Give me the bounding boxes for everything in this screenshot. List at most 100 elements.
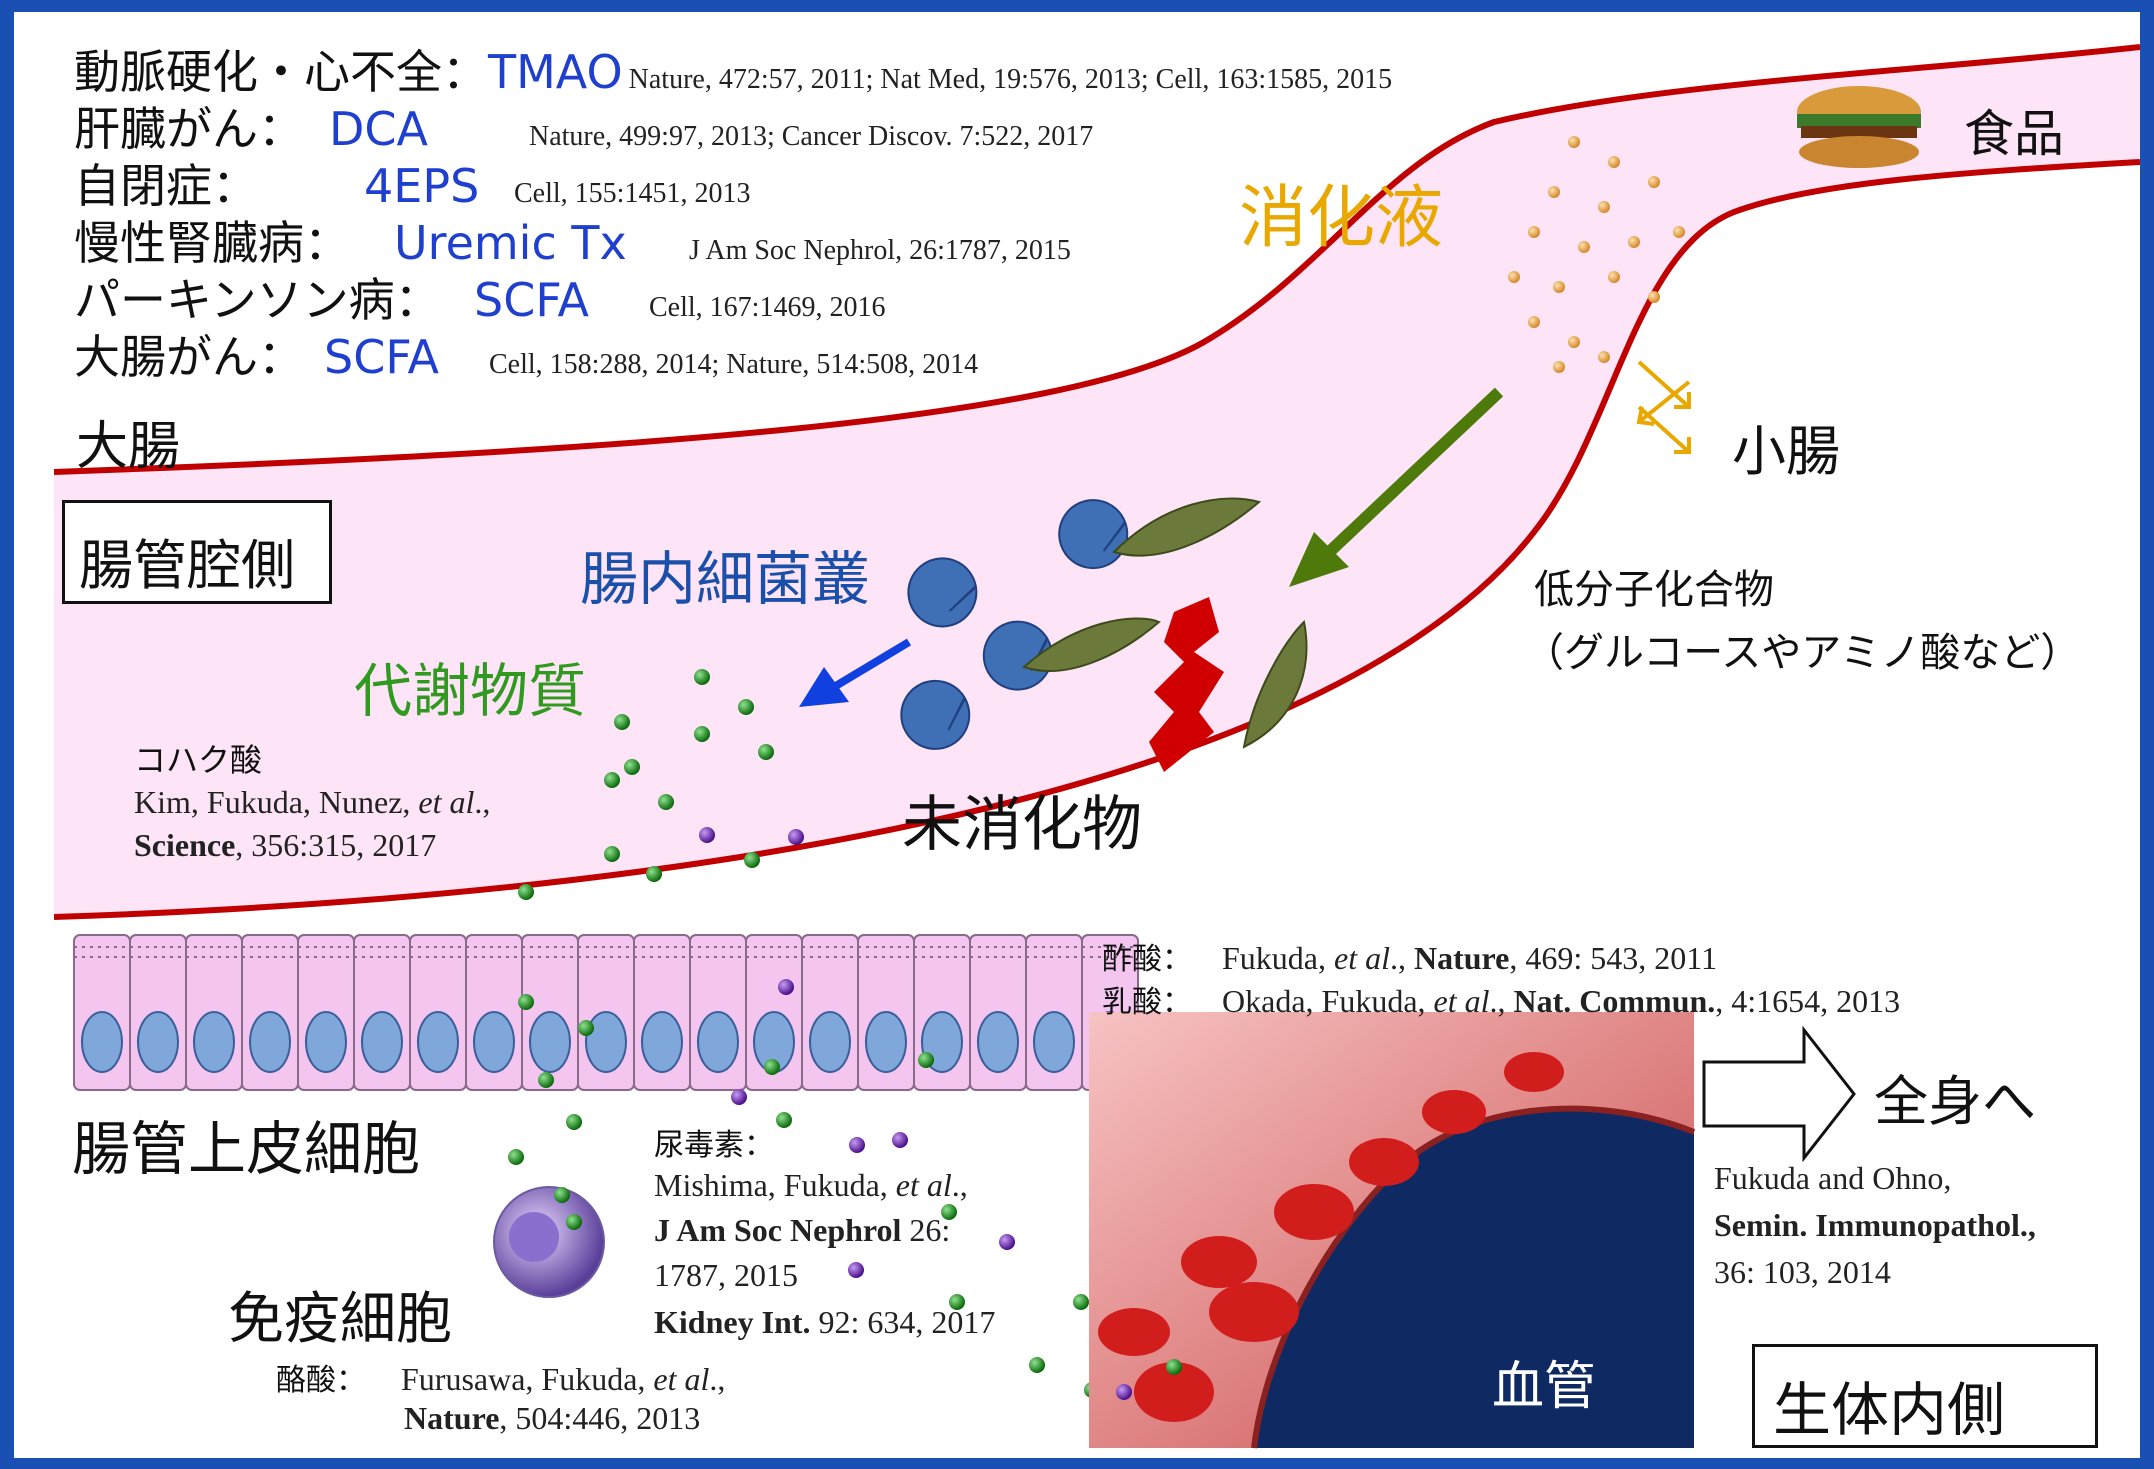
absorption-arrows [1636, 360, 1691, 454]
butyrate-ref-line1: 酪酸： Furusawa, Fukuda, et al., [276, 1355, 725, 1399]
blood-vessel-image [1089, 1012, 1696, 1449]
disease-refs: Nature, 499:97, 2013; Cancer Discov. 7:5… [529, 121, 1094, 152]
lactate-authors: Okada, Fukuda, [1222, 983, 1434, 1019]
lumen-side-box: 腸管腔側 [62, 500, 332, 604]
undigested-red [1149, 597, 1224, 772]
disease-name: パーキンソン病： [74, 273, 441, 327]
succinate-authors: Kim, Fukuda, Nunez, [134, 784, 419, 820]
disease-row: 慢性腎臓病： Uremic Tx J Am Soc Nephrol, 26:1787… [74, 207, 1392, 270]
transit-dots [508, 979, 1100, 1398]
uremic-line4: Kidney Int. 92: 634, 2017 [654, 1304, 995, 1341]
uremic-vol-2: 92: 634, 2017 [810, 1304, 996, 1340]
gut-diagram [53, 44, 2140, 1449]
disease-name: 動脈硬化・心不全： [74, 45, 488, 99]
immune-cell [484, 1174, 605, 1324]
lactate-etal: et al [1433, 983, 1490, 1019]
acetate-authors: Fukuda, [1222, 940, 1334, 976]
metabolite-name: SCFA [474, 273, 590, 327]
lactate-ref: 乳酸： Okada, Fukuda, et al., Nat. Commun., … [1102, 977, 1900, 1021]
disease-refs: Cell, 167:1469, 2016 [649, 292, 886, 323]
acetate-etal: et al [1334, 940, 1390, 976]
disease-row: パーキンソン病： SCFA Cell, 167:1469, 2016 [74, 264, 1392, 327]
blue-arrow [799, 638, 912, 707]
review-authors: Fukuda and Ohno, [1714, 1160, 1952, 1196]
metabolite-name: SCFA [324, 330, 440, 384]
metabolite-name: 4EPS [364, 159, 480, 213]
butyrate-authors: Furusawa, Fukuda, [401, 1361, 654, 1397]
label-body-inside: 生体内側 [1773, 1376, 2006, 1444]
succinate-ref-line2: Science, 356:315, 2017 [134, 827, 436, 864]
metabolite-name: Uremic Tx [394, 216, 627, 270]
label-to-body: 全身へ [1874, 1070, 2036, 1133]
body-inside-box: 生体内側 [1752, 1344, 2098, 1448]
disease-refs: Cell, 158:288, 2014; Nature, 514:508, 20… [489, 349, 979, 380]
butyrate-etal: et al [653, 1361, 710, 1397]
butyrate-name: 酪酸： [276, 1363, 366, 1398]
uremic-journal-1: J Am Soc Nephrol [654, 1212, 902, 1248]
butyrate-tail: ., [709, 1361, 726, 1397]
disease-row: 大腸がん： SCFA Cell, 158:288, 2014; Nature, 51… [74, 321, 1392, 384]
lactate-cite: , 4:1654, 2013 [1715, 983, 1901, 1019]
uremic-line1: Mishima, Fukuda, et al., [654, 1167, 968, 1204]
label-large-intestine: 大腸 [76, 417, 181, 477]
uremic-authors: Mishima, Fukuda, [654, 1167, 896, 1203]
butyrate-journal: Nature [404, 1400, 500, 1436]
label-lumen-side: 腸管腔側 [79, 534, 295, 597]
green-arrow [1289, 387, 1504, 587]
acetate-journal: Nature [1413, 940, 1510, 976]
disease-name: 慢性腎臓病： [74, 216, 350, 270]
disease-name: 自閉症： [74, 159, 258, 213]
label-blood-vessel: 血管 [1492, 1357, 1597, 1417]
uremic-journal-2: Kidney Int. [654, 1304, 811, 1340]
uremic-tail: ., [951, 1167, 968, 1203]
succinate-journal: Science [134, 827, 236, 863]
butyrate-cite: , 504:446, 2013 [499, 1400, 701, 1436]
uremic-vol-1: 26: [901, 1212, 951, 1248]
succinate-tail: ., [474, 784, 491, 820]
leaves [1022, 497, 1308, 749]
succinate-etal: et al [418, 784, 475, 820]
label-low-mw-1: 低分子化合物 [1534, 567, 1774, 613]
metabolite-dots [518, 669, 804, 900]
label-food: 食品 [1964, 105, 2064, 163]
disease-refs: J Am Soc Nephrol, 26:1787, 2015 [689, 235, 1071, 266]
disease-row: 肝臓がん： DCA Nature, 499:97, 2013; Cancer Dis… [74, 93, 1392, 156]
uremic-line2: J Am Soc Nephrol 26: [654, 1212, 950, 1249]
acetate-ref: 酢酸： Fukuda, et al., Nature, 469: 543, 201… [1102, 934, 1717, 978]
uremic-etal: et al [895, 1167, 952, 1203]
succinate-ref-line1: Kim, Fukuda, Nunez, et al., [134, 784, 490, 821]
metabolite-name: DCA [329, 102, 429, 156]
microvilli [74, 946, 1138, 958]
review-journal: Semin. Immunopathol., [1714, 1207, 2036, 1243]
label-microbiota: 腸内細菌叢 [580, 545, 871, 613]
lactate-mid: ., [1489, 983, 1514, 1019]
acetate-name: 酢酸： [1102, 942, 1192, 977]
review-cite: 36: 103, 2014 [1714, 1254, 1891, 1290]
disease-name: 大腸がん： [74, 330, 304, 384]
epithelium-nuclei [81, 1011, 1131, 1073]
uremic-name: 尿毒素： [654, 1128, 774, 1163]
succinate-cite: , 356:315, 2017 [235, 827, 437, 863]
lactate-name: 乳酸： [1102, 985, 1192, 1020]
disease-name: 肝臓がん： [74, 102, 304, 156]
label-low-mw-2: （グルコースやアミノ酸など） [1524, 630, 2081, 676]
acetate-cite: , 469: 543, 2011 [1509, 940, 1718, 976]
burger-icon [1797, 86, 1921, 168]
gut-wall-top [53, 44, 2140, 475]
digestive-juice-dots [1508, 136, 1685, 373]
bacteria [900, 499, 1129, 750]
lactate-journal: Nat. Commun. [1513, 983, 1716, 1019]
gut-lumen [54, 47, 2140, 917]
to-body-arrow [1702, 1025, 1856, 1163]
acetate-mid: ., [1389, 940, 1414, 976]
uremic-line3: 1787, 2015 [654, 1257, 798, 1293]
metabolite-name: TMAO [488, 45, 623, 99]
label-metabolites: 代謝物質 [354, 657, 587, 725]
label-immune-cell: 免疫細胞 [228, 1287, 452, 1352]
butyrate-ref-line2: Nature, 504:446, 2013 [404, 1400, 700, 1437]
disease-refs: Nature, 472:57, 2011; Nat Med, 19:576, 2… [628, 64, 1393, 95]
